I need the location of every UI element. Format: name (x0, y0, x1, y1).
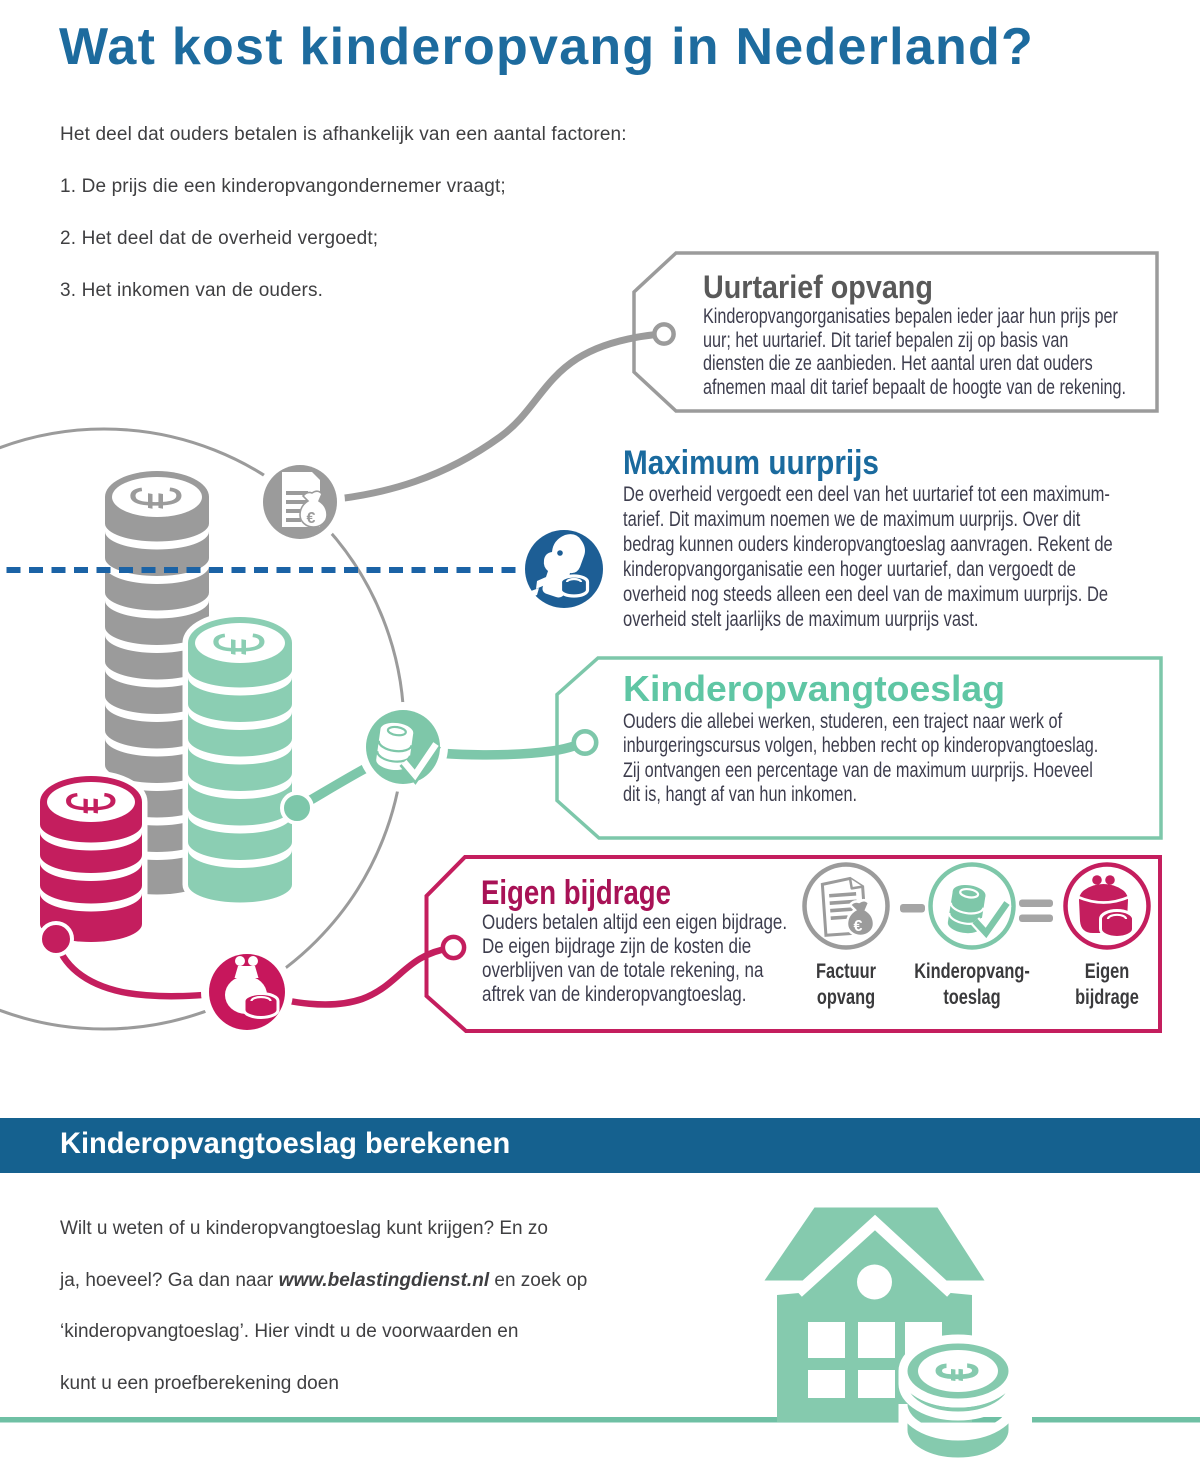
svg-text:€: € (854, 918, 863, 935)
svg-text:€: € (52, 792, 130, 813)
svg-text:€: € (200, 633, 281, 655)
svg-text:€: € (307, 510, 316, 527)
svg-text:€: € (925, 1363, 992, 1381)
svg-text:€: € (117, 487, 198, 509)
